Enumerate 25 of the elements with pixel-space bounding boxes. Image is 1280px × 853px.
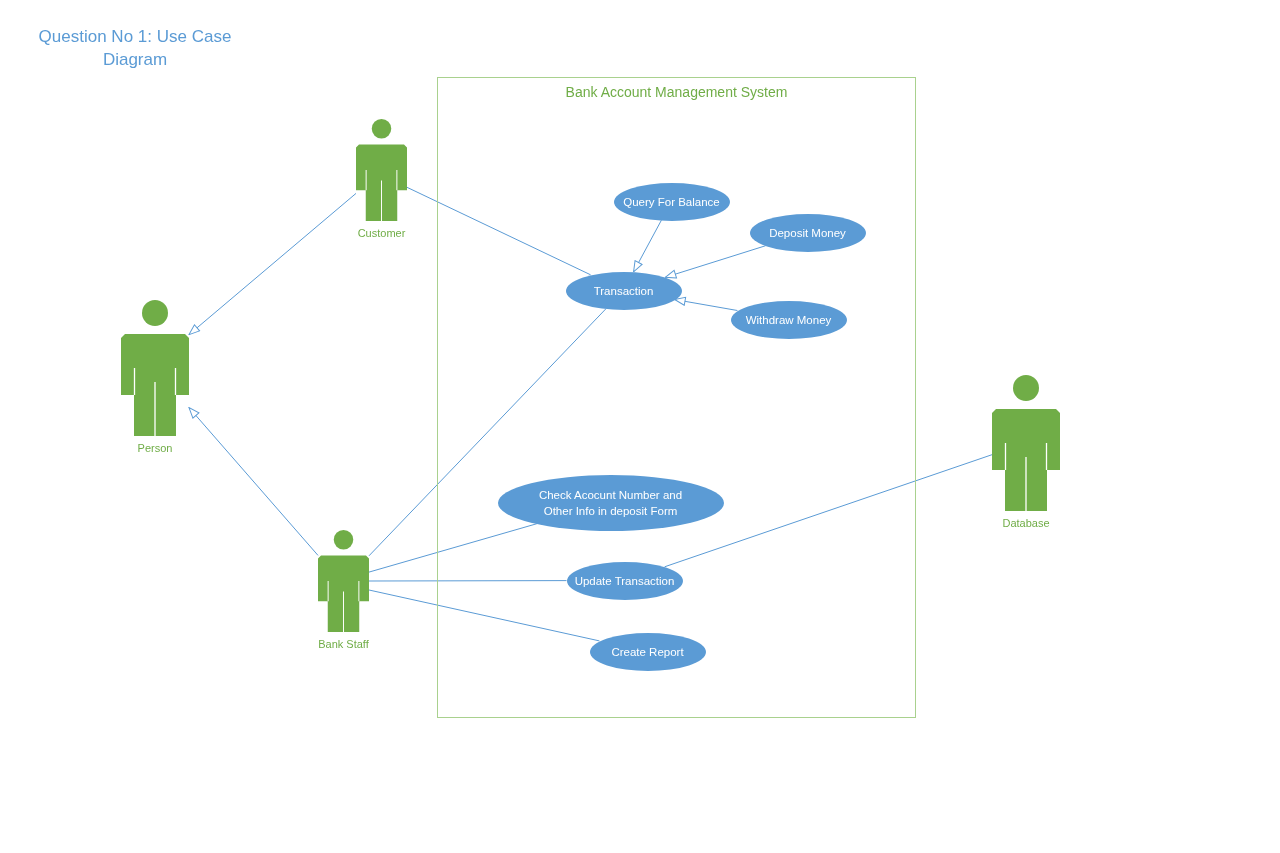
- actor-name: Customer: [357, 226, 406, 240]
- connector-line: [368, 308, 607, 557]
- arrow: [633, 219, 662, 273]
- use-case-ellipse: Deposit Money: [749, 213, 866, 252]
- arrow: [664, 245, 767, 279]
- connector-line: [368, 523, 538, 573]
- use-case-ellipse: Check Acocunt Number and Other Info in deposit Form: [497, 474, 724, 531]
- use-case-ellipse: Update Transaction: [566, 561, 683, 600]
- arrow: [188, 407, 319, 556]
- use-case-ellipse: Withdraw Money: [730, 300, 847, 339]
- arrow: [674, 296, 738, 311]
- connector-line: [368, 580, 567, 582]
- actor-name: Database: [1002, 516, 1050, 530]
- use-case-ellipse: Transaction: [565, 271, 682, 310]
- use-case-ellipse: Query For Balance: [613, 182, 730, 221]
- connector-line: [368, 589, 600, 642]
- connector-line: [406, 186, 592, 276]
- use-case-ellipse: Create Report: [589, 632, 706, 671]
- arrow: [188, 192, 357, 336]
- system-name: Bank Account Management System: [565, 83, 788, 101]
- diagram-title: Question No 1: Use Case Diagram: [37, 26, 233, 71]
- actor-name: Bank Staff: [318, 637, 369, 651]
- actor-name: Person: [137, 441, 173, 455]
- system-boundary: [437, 77, 916, 718]
- connector-line: [664, 454, 993, 568]
